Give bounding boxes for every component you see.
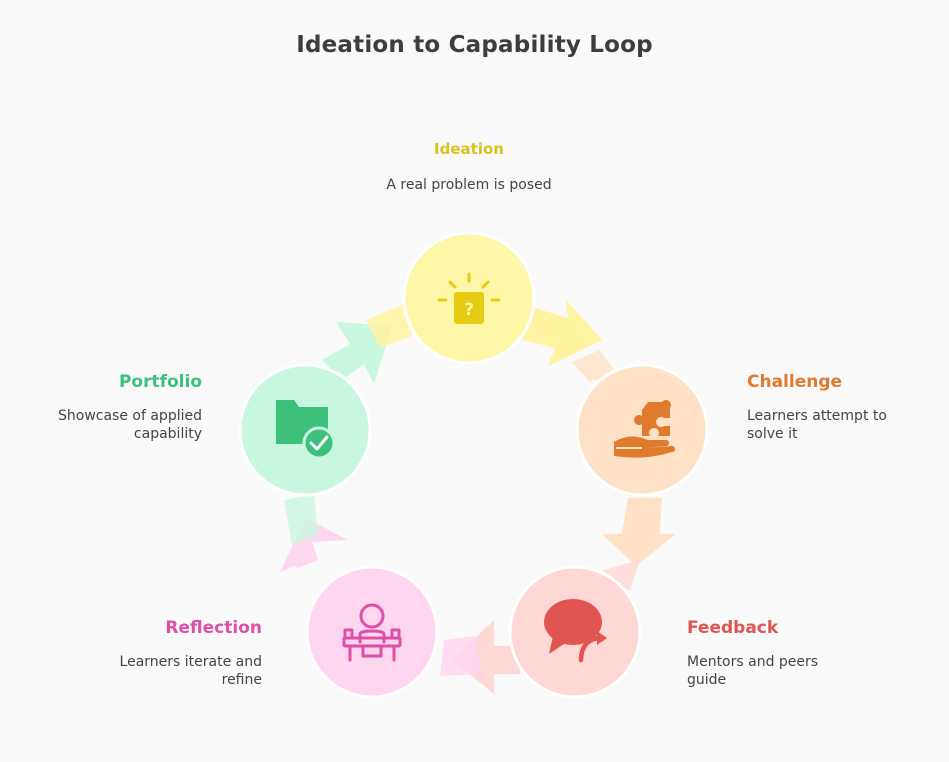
step-description-reflection: Learners iterate and refine (119, 654, 262, 688)
speech-bubble-reply-icon (544, 599, 607, 663)
step-description-challenge: Learners attempt to solve it (747, 408, 887, 442)
arrow-reflection-to-portfolio (280, 494, 348, 572)
puzzle-hand-icon (614, 400, 675, 458)
step-description-portfolio: Showcase of applied capability (58, 408, 202, 442)
step-label-reflection: Reflection (165, 618, 262, 638)
diagram-title: Ideation to Capability Loop (296, 32, 653, 58)
step-label-portfolio: Portfolio (118, 372, 202, 392)
step-label-challenge: Challenge (747, 372, 843, 392)
arrow-portfolio-to-ideation (322, 304, 412, 384)
step-label-ideation: Ideation (434, 140, 504, 158)
step-description-ideation: A real problem is posed (386, 177, 552, 193)
step-description-feedback: Mentors and peers guide (687, 654, 819, 688)
arrow-ideation-to-challenge (523, 300, 616, 382)
lightbulb-question-icon: ? (437, 272, 501, 324)
step-label-feedback: Feedback (687, 618, 779, 638)
svg-text:?: ? (464, 300, 474, 320)
arrow-feedback-to-reflection (440, 620, 520, 694)
person-at-desk-icon (342, 603, 402, 662)
folder-check-icon (276, 400, 336, 460)
